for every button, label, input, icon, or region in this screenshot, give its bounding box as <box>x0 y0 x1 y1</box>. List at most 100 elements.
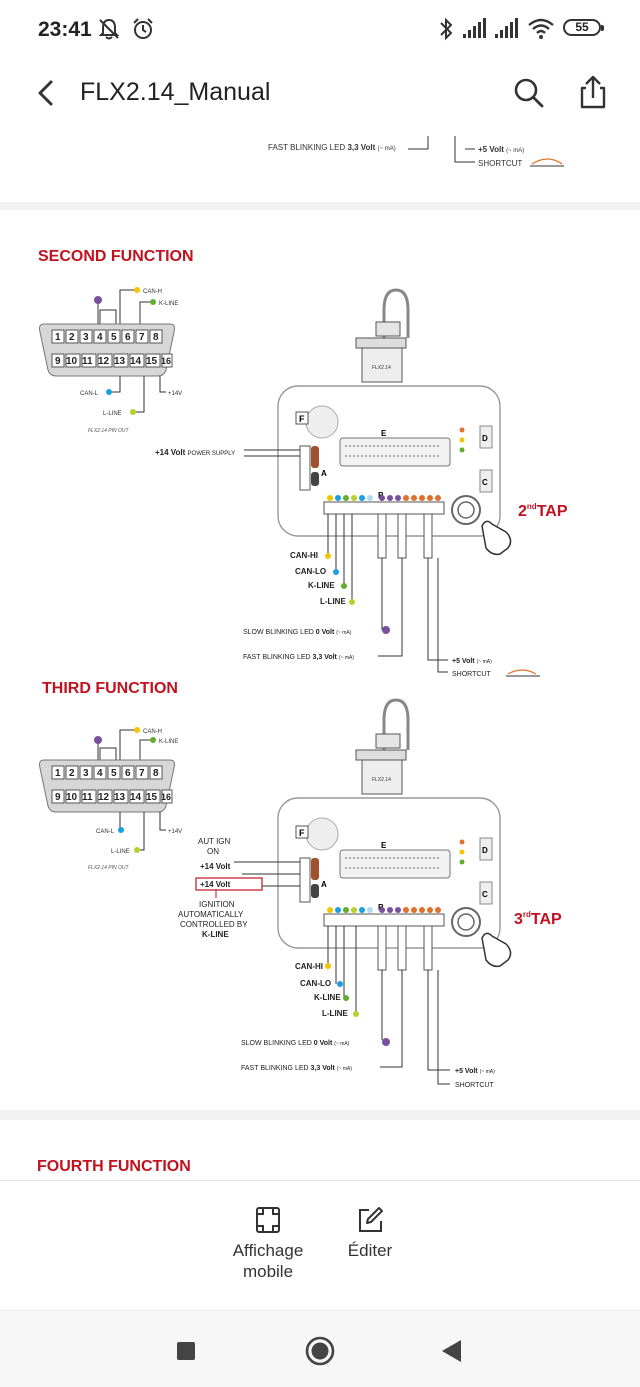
svg-text:E: E <box>381 841 387 850</box>
system-navigation-bar <box>0 1310 640 1387</box>
status-time: 23:41 <box>38 18 92 41</box>
svg-text:F: F <box>299 828 305 838</box>
svg-text:FAST BLINKING LED 3,3 Volt (~: FAST BLINKING LED 3,3 Volt (~ mA) <box>241 1065 352 1072</box>
svg-text:FAST BLINKING LED 3,3: FAST BLINKING LED 3,3 Volt (~ mA) <box>268 143 396 152</box>
svg-text:ON: ON <box>207 847 219 856</box>
svg-text:D: D <box>482 846 488 855</box>
svg-text:FAST BLINKING LED 3,3 Volt (~: FAST BLINKING LED 3,3 Volt (~ mA) <box>243 654 354 661</box>
mobile-view-label-line2: mobile <box>242 1262 294 1281</box>
svg-text:10: 10 <box>66 792 78 803</box>
svg-text:9: 9 <box>55 792 61 803</box>
svg-text:CAN-HI: CAN-HI <box>295 962 323 971</box>
svg-text:4: 4 <box>97 332 103 343</box>
svg-text:K-LINE: K-LINE <box>314 993 341 1002</box>
back-arrow-icon[interactable] <box>30 76 64 110</box>
svg-text:SLOW BLINKING LED 0 Volt (~ mA: SLOW BLINKING LED 0 Volt (~ mA) <box>241 1040 350 1047</box>
svg-text:14: 14 <box>130 356 142 367</box>
flx-device-second: FLX2.14 F E D C <box>155 288 568 556</box>
search-icon[interactable] <box>510 74 548 112</box>
svg-text:FLX2.14 PIN OUT: FLX2.14 PIN OUT <box>88 428 130 434</box>
recents-square-icon[interactable] <box>166 1331 206 1371</box>
svg-text:3: 3 <box>83 768 89 779</box>
bottom-action-bar: Affichage mobile Éditer <box>0 1180 640 1311</box>
svg-text:4: 4 <box>97 768 103 779</box>
third-function-title: THIRD FUNCTION <box>42 680 178 697</box>
svg-text:7: 7 <box>139 332 145 343</box>
svg-text:7: 7 <box>139 768 145 779</box>
svg-text:9: 9 <box>55 356 61 367</box>
svg-text:8: 8 <box>153 332 159 343</box>
svg-text:6: 6 <box>125 768 131 779</box>
status-bar: 23:41 55 <box>0 0 640 60</box>
mobile-view-button[interactable]: Affichage mobile <box>222 1205 314 1282</box>
document-title: FLX2.14_Manual <box>80 78 271 106</box>
svg-text:3rdTAP: 3rdTAP <box>514 910 562 928</box>
bluetooth-icon <box>440 17 453 41</box>
back-triangle-icon[interactable] <box>432 1331 472 1371</box>
top-wiring-diagram: FAST BLINKING LED 3,3 Volt (~ mA) +5 Vol… <box>268 136 564 168</box>
svg-text:6: 6 <box>125 332 131 343</box>
svg-text:L-LINE: L-LINE <box>322 1009 348 1018</box>
svg-text:FLX2.14: FLX2.14 <box>372 777 391 783</box>
svg-text:12: 12 <box>98 356 110 367</box>
svg-text:L-LINE: L-LINE <box>320 597 346 606</box>
svg-text:+5 Volt (~ mA): +5 Volt (~ mA) <box>478 145 524 154</box>
svg-text:8: 8 <box>153 768 159 779</box>
document-viewer[interactable]: FAST BLINKING LED 3,3 Volt (~ mA) +5 Vol… <box>0 126 640 1180</box>
svg-text:2ndTAP: 2ndTAP <box>518 502 568 520</box>
svg-text:13: 13 <box>114 356 126 367</box>
svg-text:E: E <box>381 429 387 438</box>
svg-text:11: 11 <box>82 356 93 367</box>
share-icon[interactable] <box>574 72 612 112</box>
page-second-third-function: SECOND FUNCTION THIRD FUNCTION CAN-H K-L… <box>0 210 640 1110</box>
outputs-second: CAN-HI CAN-LO K-LINE L-LINE SLOW BLINKIN… <box>243 513 540 678</box>
svg-text:SLOW BLINKING LED 0 Volt (~ mA: SLOW BLINKING LED 0 Volt (~ mA) <box>243 629 352 636</box>
svg-text:1: 1 <box>55 332 61 343</box>
svg-text:11: 11 <box>82 792 93 803</box>
svg-text:K-LINE: K-LINE <box>308 581 335 590</box>
svg-text:2: 2 <box>69 768 75 779</box>
svg-text:15: 15 <box>146 356 158 367</box>
svg-text:IGNITION: IGNITION <box>199 900 235 909</box>
svg-text:+5 Volt (~ mA): +5 Volt (~ mA) <box>452 658 492 665</box>
svg-text:14: 14 <box>130 792 142 803</box>
second-function-title: SECOND FUNCTION <box>38 248 194 265</box>
svg-text:CAN-H: CAN-H <box>143 289 162 295</box>
fourth-function-title: FOURTH FUNCTION <box>37 1158 191 1175</box>
svg-text:12: 12 <box>98 792 110 803</box>
svg-text:A: A <box>321 880 327 889</box>
outputs-third: CAN-HI CAN-LO K-LINE L-LINE SLOW BLINKIN… <box>241 925 495 1089</box>
svg-text:5: 5 <box>111 332 117 343</box>
svg-text:16: 16 <box>161 792 171 802</box>
svg-text:SHORTCUT: SHORTCUT <box>452 671 491 678</box>
svg-text:CAN-LO: CAN-LO <box>295 567 326 576</box>
edit-label: Éditer <box>347 1241 393 1260</box>
svg-text:13: 13 <box>114 792 126 803</box>
mobile-view-label-line1: Affichage <box>232 1241 304 1260</box>
svg-text:L-LINE: L-LINE <box>111 849 130 855</box>
svg-text:FLX2.14: FLX2.14 <box>372 365 391 371</box>
svg-text:SHORTCUT: SHORTCUT <box>455 1082 494 1089</box>
edit-button[interactable]: Éditer <box>340 1205 400 1261</box>
svg-text:CAN-H: CAN-H <box>143 729 162 735</box>
silent-mode-icon <box>98 18 120 40</box>
svg-text:CONTROLLED BY: CONTROLLED BY <box>180 920 248 929</box>
svg-text:A: A <box>321 469 327 478</box>
page-fragment-top: FAST BLINKING LED 3,3 Volt (~ mA) +5 Vol… <box>0 126 640 202</box>
flx-device-third: FLX2.14 F E D C A <box>178 698 562 968</box>
home-circle-icon[interactable] <box>300 1331 340 1371</box>
svg-text:+14 Volt: +14 Volt <box>200 880 231 889</box>
svg-text:CAN-LO: CAN-LO <box>300 979 331 988</box>
signal-1-icon <box>463 18 486 38</box>
obd-connector-second: CAN-H K-LINE 1 2 3 4 5 6 7 8 9 10 11 <box>39 287 182 434</box>
svg-text:CAN-L: CAN-L <box>96 829 115 835</box>
svg-text:L-LINE: L-LINE <box>103 411 122 417</box>
svg-text:K-LINE: K-LINE <box>159 301 178 307</box>
battery-icon: 55 <box>563 19 604 36</box>
page-fourth-function: FOURTH FUNCTION <box>0 1120 640 1180</box>
svg-text:2: 2 <box>69 332 75 343</box>
svg-text:10: 10 <box>66 356 78 367</box>
svg-text:AUTOMATICALLY: AUTOMATICALLY <box>178 910 244 919</box>
svg-text:1: 1 <box>55 768 61 779</box>
svg-text:F: F <box>299 414 305 424</box>
